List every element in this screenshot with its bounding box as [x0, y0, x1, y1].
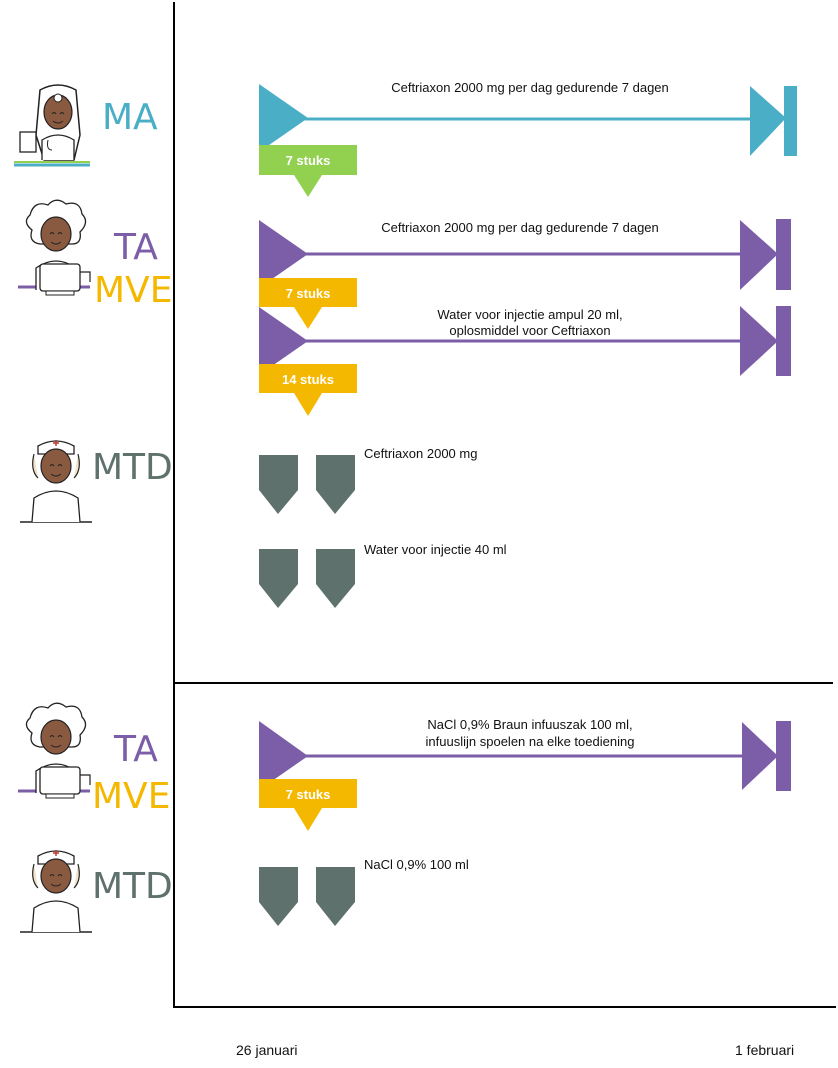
dose-marker-icon [316, 549, 355, 608]
mtd-dose-markers-3 [259, 867, 355, 926]
callout-icon [259, 364, 357, 416]
ta-timeline-2 [259, 306, 791, 416]
ta3-badge: 7 stuks [285, 786, 331, 802]
role-ma: MA [102, 97, 158, 138]
ta-timeline-1 [259, 219, 791, 329]
callout-icon [259, 278, 357, 329]
mtd-item2-label: Water voor injectie 40 ml [364, 542, 507, 557]
ta-timeline-3 [259, 721, 791, 831]
play-arrow-icon [259, 721, 308, 790]
ma-timeline [259, 84, 797, 197]
role-mve-2: MVE [92, 776, 171, 817]
mtd-dose-markers-2 [259, 549, 355, 608]
ta-line2-label-2: oplosmiddel voor Ceftriaxon [449, 323, 611, 338]
nurse-avatar-icon [20, 440, 92, 523]
pharmacist-avatar-icon [18, 702, 91, 799]
role-ta-2: TA [114, 729, 158, 770]
mtd3-item-label: NaCl 0,9% 100 ml [364, 857, 469, 872]
play-arrow-icon [259, 84, 308, 152]
role-mtd-2: MTD [92, 866, 173, 907]
end-marker-icon [742, 722, 778, 790]
mtd-dose-markers-1 [259, 455, 355, 514]
play-arrow-icon [259, 220, 308, 288]
dose-marker-icon [259, 867, 298, 926]
role-mve: MVE [94, 270, 173, 311]
callout-icon [259, 145, 357, 197]
dose-marker-icon [259, 549, 298, 608]
ma-line-label: Ceftriaxon 2000 mg per dag gedurende 7 d… [391, 80, 669, 95]
callout-icon [259, 779, 357, 831]
end-marker-icon [740, 220, 778, 290]
pharmacist-avatar-icon [18, 199, 91, 296]
ta-line1-label: Ceftriaxon 2000 mg per dag gedurende 7 d… [381, 220, 659, 235]
axis-end-date: 1 februari [735, 1042, 795, 1058]
ta3-line-label-1: NaCl 0,9% Braun infuuszak 100 ml, [427, 717, 633, 732]
ta-line2-label-1: Water voor injectie ampul 20 ml, [437, 307, 623, 322]
mtd-item1-label: Ceftriaxon 2000 mg [364, 446, 478, 461]
dose-marker-icon [316, 867, 355, 926]
end-marker-icon [750, 86, 786, 156]
play-arrow-icon [259, 307, 308, 375]
ta-badge-1: 7 stuks [285, 285, 331, 301]
end-marker-icon [740, 306, 778, 376]
role-mtd: MTD [92, 447, 173, 488]
nurse-avatar-icon [20, 850, 92, 933]
ta3-line-label-2: infuuslijn spoelen na elke toediening [425, 734, 635, 749]
axis-start-date: 26 januari [236, 1042, 298, 1058]
ta-badge-2: 14 stuks [281, 371, 335, 387]
dose-marker-icon [259, 455, 298, 514]
dose-marker-icon [316, 455, 355, 514]
doctor-avatar-icon [14, 84, 90, 167]
ma-badge: 7 stuks [285, 152, 331, 168]
role-ta: TA [114, 227, 158, 268]
